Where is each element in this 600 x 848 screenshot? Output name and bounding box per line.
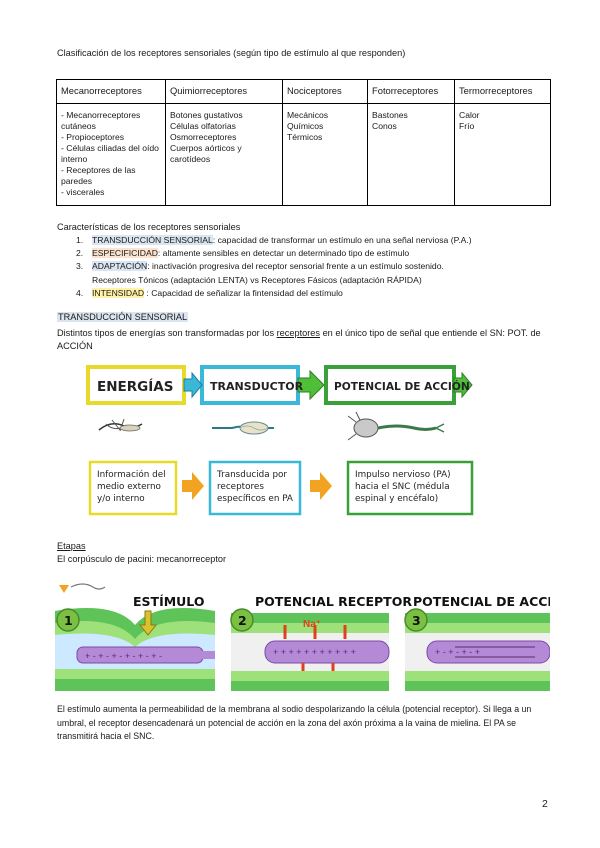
receptor-illustration [98,418,143,432]
list-number: 4. [76,287,84,298]
etapas-subtitle: El corpúsculo de pacini: mecanorreceptor [57,554,227,564]
cell-line: Conos [372,121,397,131]
list-item: 3. ADAPTACIÓN: inactivación progresiva d… [76,260,472,286]
arrow-icon [182,472,204,500]
stage-label: POTENCIAL DE ACCIÓN [413,594,550,609]
list-text: : altamente sensibles en detectar un det… [157,248,410,259]
etapas-title: Etapas [57,541,86,551]
arrow-icon [453,371,473,399]
desc-underlined: receptores [276,328,321,338]
info-label: Información del medio externo y/o intern… [97,470,166,504]
stage-label: ESTÍMULO [133,594,204,609]
cell-line: Calor [459,110,480,120]
cell-line: - Mecanorreceptores cutáneos [61,110,141,131]
stage-number: 1 [64,613,73,628]
impulso-label: Impulso nervioso (PA) hacia el SNC (médu… [355,470,451,504]
stages-graphic: + - + - + - + - + - + - 1 ESTÍMULO + + +… [55,583,573,691]
transduction-flow-diagram: ENERGÍAS TRANSDUCTOR POTENCIAL DE ACCIÓN… [84,362,474,522]
sodium-label: Na⁺ [303,619,321,630]
table-header: Fotorreceptores [367,79,455,104]
stimulus-arrow-icon [138,610,158,636]
transductor-label: TRANSDUCTOR [210,380,304,393]
table-header: Mecanorreceptores [56,79,166,104]
table-header: Nociceptores [282,79,368,104]
list-item: 1. TRANSDUCCIÓN SENSORIAL: capacidad de … [76,234,472,247]
document-title: Clasificación de los receptores sensoria… [57,48,406,58]
list-text: : Capacidad de señalizar la fintensidad … [144,287,343,298]
list-number: 3. [76,261,84,272]
transduction-description: Distintos tipos de energías son transfor… [57,327,557,353]
receptor-illustration [212,421,274,435]
cell-line: Botones gustativos [170,110,243,120]
highlighted-term: TRANSDUCCIÓN SENSORIAL [92,235,213,245]
stages-explanation: El estímulo aumenta la permeabilidad de … [57,704,532,742]
cell-line: - viscerales [61,187,105,197]
pacini-stages-illustration: + - + - + - + - + - + - 1 ESTÍMULO + + +… [55,575,573,695]
neuron-illustration [347,411,445,441]
table-cell: Botones gustativos Células olfatorias Os… [165,103,283,206]
table-cell: Calor Frío [454,103,551,206]
list-number: 1. [76,235,84,245]
stage-panel: + + + + + + + + + + + Na⁺ 2 POTENCIAL RE… [230,594,412,691]
stage-number: 3 [412,613,421,628]
info-box [88,460,178,516]
stage-label: POTENCIAL RECEPTOR [255,594,412,609]
highlighted-term: INTENSIDAD [92,287,145,298]
cell-line: - Propioceptores [61,132,125,142]
list-text: : inactivación progresiva del receptor s… [147,261,444,272]
list-item: 2. ESPECIFICIDAD: altamente sensibles en… [76,247,472,260]
stage-panel: + - + - + - + - + - + - 1 ESTÍMULO [55,583,215,691]
hand-icon [59,585,69,593]
svg-text:+ + + + + + + + + + +: + + + + + + + + + + + [273,647,356,657]
cell-line: Bastones [372,110,408,120]
energias-label: ENERGÍAS [97,379,174,395]
receptor-classification-table: Mecanorreceptores Quimiorreceptores Noci… [56,79,551,206]
impulso-box [346,460,474,516]
svg-text:+ - + - + - + - + - + -: + - + - + - + - + - + - [85,651,162,661]
cell-line: - Receptores de las paredes [61,165,136,186]
arrow-icon [310,472,332,500]
list-text-extra: Receptores Tónicos (adaptación LENTA) vs… [92,274,422,285]
desc-text: Distintos tipos de energías son transfor… [57,328,277,338]
potencial-label: POTENCIAL DE ACCIÓN [334,381,470,393]
table-header: Quimiorreceptores [165,79,283,104]
characteristics-list: 1. TRANSDUCCIÓN SENSORIAL: capacidad de … [76,234,472,300]
cell-line: - Células ciliadas del oído interno [61,143,159,164]
arrow-icon [297,369,325,401]
transducida-box [208,460,302,516]
desc-text: en el único tipo de señal que entiende e… [57,328,541,351]
table-row: - Mecanorreceptores cutáneos - Propiocep… [56,103,551,206]
list-item: 4. INTENSIDAD : Capacidad de señalizar l… [76,287,472,300]
cell-line: Químicos [287,121,324,131]
page-number: 2 [542,798,548,810]
stage-panel: + - + - + - + 3 POTENCIAL DE ACCIÓN [404,594,573,691]
highlighted-term: ESPECIFICIDAD [92,248,158,259]
cell-line: Mecánicos [287,110,329,120]
cell-line: Células olfatorias [170,121,236,131]
table-cell: Mecánicos Químicos Térmicos [282,103,368,206]
table-header: Termorreceptores [454,79,551,104]
svg-text:+ - + - + - +: + - + - + - + [435,647,480,657]
list-text: : capacidad de transformar un estímulo e… [212,235,472,245]
transduction-title: TRANSDUCCIÓN SENSORIAL [57,312,189,322]
cell-line: Frío [459,121,475,131]
highlighted-term: ADAPTACIÓN [92,261,148,272]
cell-line: Térmicos [287,132,323,142]
table-cell: - Mecanorreceptores cutáneos - Propiocep… [56,103,166,206]
flow-graphic [86,365,474,516]
transducida-label: Transducida por receptores específicos e… [217,470,293,504]
cell-line: Osmorreceptores [170,132,237,142]
cell-line: Cuerpos aórticos y carotídeos [170,143,242,164]
table-cell: Bastones Conos [367,103,455,206]
table-header-row: Mecanorreceptores Quimiorreceptores Noci… [56,79,551,104]
list-number: 2. [76,248,84,259]
arrow-icon [183,371,203,399]
characteristics-title: Características de los receptores sensor… [57,222,241,232]
stage-number: 2 [238,613,247,628]
